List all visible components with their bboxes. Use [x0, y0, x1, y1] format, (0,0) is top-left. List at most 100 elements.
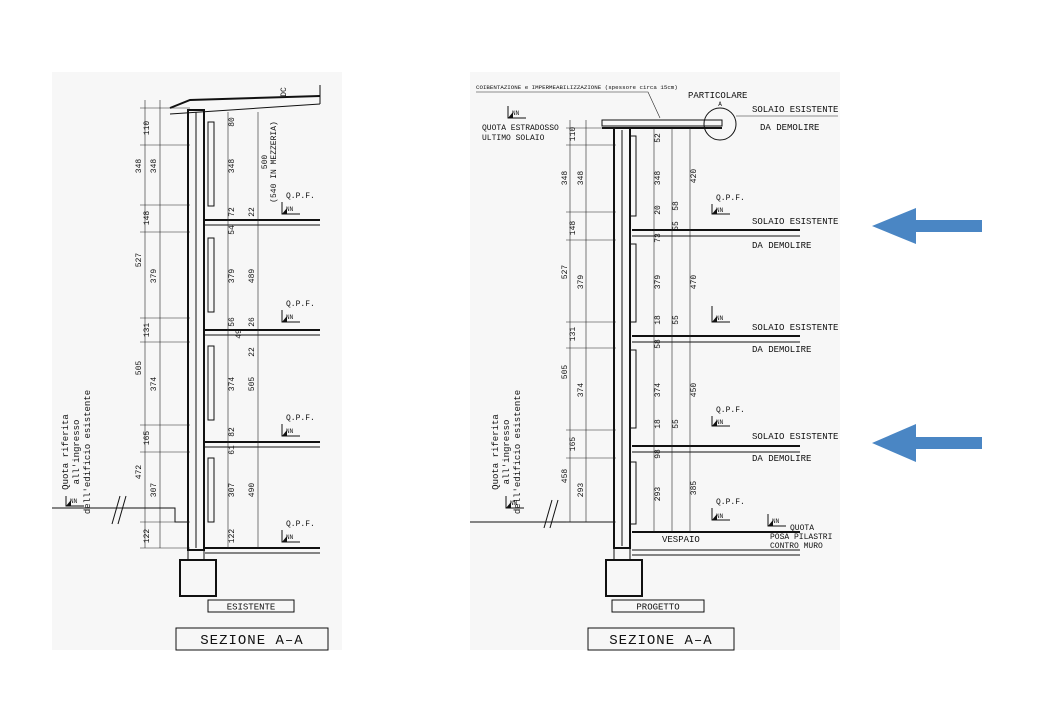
left-pointing-arrow-icon — [872, 424, 982, 462]
slab-label-demolish: DA DEMOLIRE — [752, 454, 811, 464]
right-inner-dimensions-b: 58 55 55 55 — [672, 201, 681, 429]
highlight-arrows — [872, 208, 982, 462]
qpf-label: Q.P.F. — [716, 194, 745, 203]
nn-label: NN — [772, 518, 780, 525]
dim-label: 82 — [228, 427, 237, 437]
section-title-left: SEZIONE A–A — [200, 633, 303, 649]
qpf-label: Q.P.F. — [716, 498, 745, 507]
dim-label: 55 — [672, 419, 681, 429]
slab-label-demolish: DA DEMOLIRE — [760, 123, 819, 133]
dim-label: 293 — [654, 487, 663, 502]
qpf-label: Q.P.F. — [286, 520, 315, 529]
right-roof-slab — [601, 119, 723, 127]
dim-label: 374 — [577, 383, 586, 398]
left-column2-dimensions: 348 379 374 307 — [150, 159, 159, 498]
nn-label: NN — [510, 500, 518, 507]
detail-label: PARTICOLARE — [688, 91, 747, 101]
dim-label: 385 — [690, 481, 699, 496]
dim-label: 450 — [690, 383, 699, 398]
dim-label: 148 — [143, 211, 152, 226]
top-level-marker: NN — [507, 106, 526, 119]
slab-label-demolish: DA DEMOLIRE — [752, 241, 811, 251]
dim-label: 379 — [228, 269, 237, 284]
nn-label: NN — [286, 206, 294, 213]
dim-label: 505 — [135, 361, 144, 376]
dim-label: 489 — [248, 269, 257, 284]
right-qpf-markers: Q.P.F. NN NN Q.P.F. NN Q.P.F. NN NN — [505, 194, 786, 527]
nn-label: NN — [286, 314, 294, 321]
vespaio-label: VESPAIO — [662, 535, 700, 545]
nn-label: NN — [70, 498, 78, 505]
dim-label: 72 — [228, 207, 237, 217]
dim-label: 470 — [690, 275, 699, 290]
nn-label: NN — [286, 534, 294, 541]
dim-label: 420 — [690, 169, 699, 184]
dim-label: 55 — [672, 315, 681, 325]
dim-label: 58 — [672, 201, 681, 211]
svg-text:all'ingresso: all'ingresso — [502, 420, 512, 485]
left-reference-note: Quota riferita all'ingresso dell'edifici… — [61, 390, 93, 514]
left-outer-dimensions: 110 348 148 527 131 505 165 472 122 — [135, 121, 152, 544]
right-slabs — [632, 229, 800, 556]
nn-label: NN — [512, 110, 520, 117]
dim-label: 58 — [654, 339, 663, 349]
dim-label: 307 — [150, 483, 159, 498]
svg-text:all'ingresso: all'ingresso — [72, 420, 82, 485]
dim-label: 490 — [248, 483, 257, 498]
right-dimension-ticks — [566, 127, 616, 523]
dim-label: 374 — [150, 377, 159, 392]
slab-label-existing: SOLAIO ESISTENTE — [752, 323, 838, 333]
dim-label: 55 — [672, 221, 681, 231]
qpf-label: Q.P.F. — [286, 300, 315, 309]
right-section-drawing: COIBENTAZIONE e IMPERMEABILIZZAZIONE (sp… — [470, 72, 840, 651]
dim-label: 131 — [143, 323, 152, 338]
svg-text:Quota riferita: Quota riferita — [491, 414, 501, 490]
slab-label-existing: SOLAIO ESISTENTE — [752, 217, 838, 227]
qpf-label: Q.P.F. — [286, 192, 315, 201]
slab-label-existing: SOLAIO ESISTENTE — [752, 432, 838, 442]
dim-label: 110 — [569, 127, 578, 142]
top-level-line1: QUOTA ESTRADOSSO — [482, 124, 559, 133]
svg-text:dell'edificio esistente: dell'edificio esistente — [513, 390, 523, 514]
svg-text:dell'edificio esistente: dell'edificio esistente — [83, 390, 93, 514]
dim-label: 165 — [143, 431, 152, 446]
dim-label: 307 — [228, 483, 237, 498]
dim-label: 374 — [654, 383, 663, 398]
right-outer-dimensions: 110 348 148 527 131 505 165 458 — [561, 127, 578, 484]
right-inner-dimensions-a: 52 348 20 73 379 18 58 374 18 98 293 — [654, 133, 663, 501]
qpf-label: Q.P.F. — [716, 406, 745, 415]
left-inner-dimensions-b: 22 489 26 22 505 490 — [248, 207, 257, 497]
dim-label: 20 — [654, 205, 663, 215]
dim-label: 54 — [228, 225, 237, 235]
dim-label: 348 — [561, 171, 570, 186]
dim-label: 131 — [569, 327, 578, 342]
dim-label: 26 — [248, 317, 257, 327]
dim-label: 18 — [654, 315, 663, 325]
detail-circle — [703, 107, 737, 141]
left-foundation — [179, 559, 217, 597]
dim-label: 98 — [654, 449, 663, 459]
dim-label: 348 — [135, 159, 144, 174]
dim-label: 505 — [248, 377, 257, 392]
dim-label: 293 — [577, 483, 586, 498]
dim-label: 527 — [561, 265, 570, 280]
dim-label: 56 — [228, 317, 237, 327]
dim-label: 80 — [228, 117, 237, 127]
dim-label: 18 — [654, 419, 663, 429]
right-column2-dimensions: 348 379 374 293 — [577, 171, 586, 498]
left-section-drawing: 110 348 148 527 131 505 165 472 122 348 … — [52, 72, 342, 651]
left-qpf-markers: Q.P.F. NN Q.P.F. NN Q.P.F. NN Q.P.F. NN — [65, 192, 315, 543]
section-title-right: SEZIONE A–A — [609, 633, 712, 649]
dim-label: 22 — [248, 347, 257, 357]
dim-label: 49 — [235, 329, 244, 339]
dim-label: 379 — [577, 275, 586, 290]
nn-label: NN — [716, 513, 724, 520]
slab-label-demolish: DA DEMOLIRE — [752, 345, 811, 355]
dim-label: 472 — [135, 465, 144, 480]
dim-label: 348 — [577, 171, 586, 186]
qpf-label: Q.P.F. — [286, 414, 315, 423]
left-wall-column — [187, 109, 205, 551]
mezzeria-note: (540 IN MEZZERIA) — [270, 121, 279, 203]
nn-label: NN — [286, 428, 294, 435]
